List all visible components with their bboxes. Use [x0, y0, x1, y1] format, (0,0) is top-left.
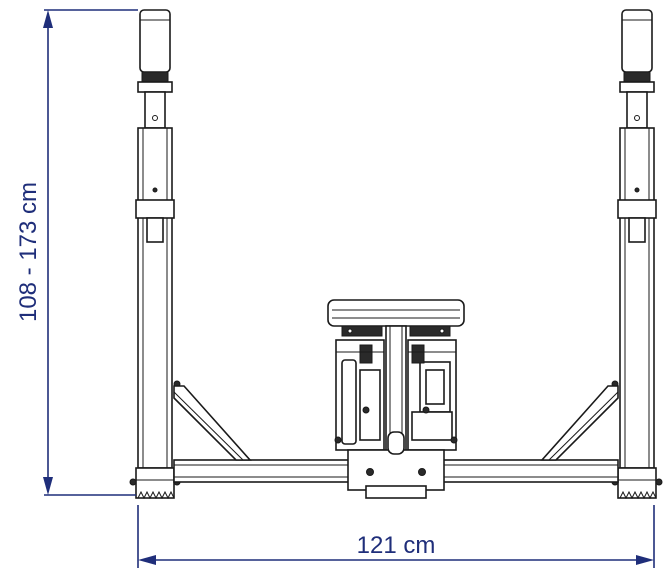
left-upright — [129, 9, 181, 500]
height-dimension — [43, 9, 138, 496]
right-upright — [611, 9, 663, 500]
width-dimension — [137, 505, 655, 568]
width-dimension-label: 121 cm — [357, 532, 436, 559]
seat-assembly — [327, 299, 465, 499]
height-dimension-label: 108 - 173 cm — [15, 182, 42, 322]
